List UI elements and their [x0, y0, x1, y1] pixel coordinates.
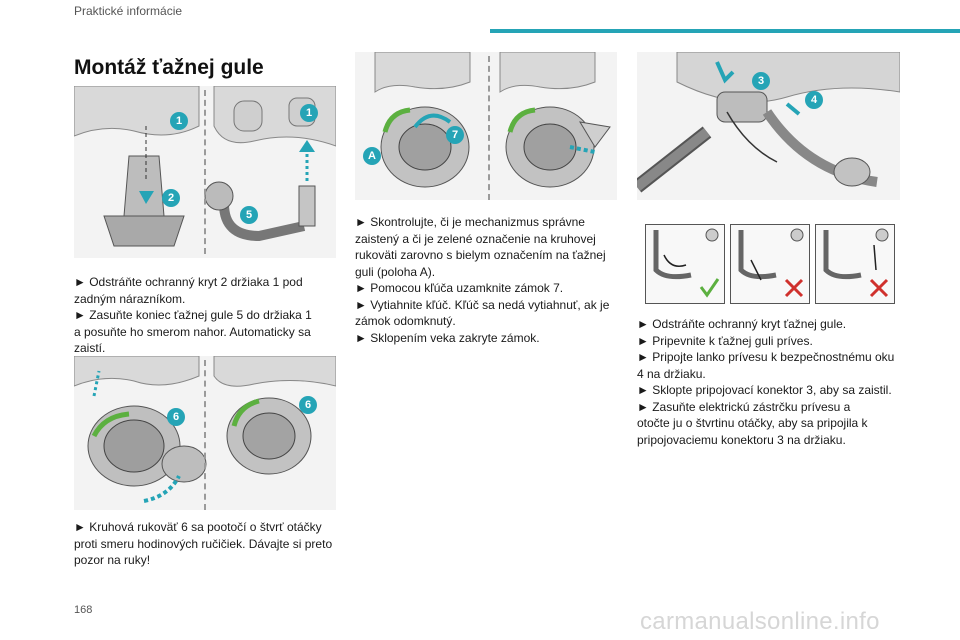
section-header: Praktické informácie — [74, 4, 183, 18]
callout-2: 2 — [162, 189, 180, 207]
instruction-line: ► Pripevnite k ťažnej guli príves. — [637, 333, 813, 348]
instruction-line: ► Vytiahnite kľúč. Kľúč sa nedá vytiahnu… — [355, 297, 610, 312]
instruction-line: ► Odstráňte ochranný kryt 2 držiaka 1 po… — [74, 275, 303, 289]
instruction-line: zaistený a či je zelené označenie na kru… — [355, 231, 596, 246]
page-number: 168 — [74, 604, 93, 616]
illustration-lock: 7 A — [355, 52, 617, 200]
instruction-line: proti smeru hodinových ručičiek. Dávajte… — [74, 536, 333, 551]
instructions-handle: ► Kruhová rukoväť 6 sa pootočí o štvrť o… — [74, 519, 344, 569]
instruction-line: ► Pomocou kľúča uzamknite zámok 7. — [355, 281, 564, 295]
cable-wrong-panel — [815, 224, 895, 304]
instructions-holder: ► Odstráňte ochranný kryt 2 držiaka 1 po… — [74, 274, 344, 357]
instruction-line: guli (poloha A). — [355, 264, 436, 279]
callout-1: 1 — [300, 104, 318, 122]
instruction-line: zámok odomknutý. — [355, 314, 456, 328]
instructions-connector: ► Odstráňte ochranný kryt ťažnej gule. ►… — [637, 316, 917, 448]
callout-3: 3 — [752, 72, 770, 90]
callout-a: A — [363, 147, 381, 165]
cable-correct-panel — [645, 224, 725, 304]
instruction-line: ► Sklopením veka zakryte zámok. — [355, 330, 540, 345]
callout-6: 6 — [299, 396, 317, 414]
panel-divider — [488, 56, 490, 200]
instruction-line: pripojovaciemu konektoru 3 na držiaku. — [637, 432, 846, 447]
instruction-line: ► Kruhová rukoväť 6 sa pootočí o štvrť o… — [74, 520, 322, 534]
instructions-lock: ► Skontrolujte, či je mechanizmus správn… — [355, 214, 627, 346]
instruction-line: rukoväti zarovno s bielym označením na ť… — [355, 248, 606, 262]
callout-4: 4 — [805, 91, 823, 109]
panel-divider — [204, 90, 206, 254]
instruction-line: ► Odstráňte ochranný kryt ťažnej gule. — [637, 317, 847, 331]
page-title: Montáž ťažnej gule — [74, 56, 264, 79]
callout-7: 7 — [446, 126, 464, 144]
cable-wrong-panel — [730, 224, 810, 304]
instruction-line: 4 na držiaku. — [637, 366, 706, 381]
callout-5: 5 — [240, 206, 258, 224]
instruction-line: otočte ju o štvrtinu otáčky, aby sa prip… — [637, 416, 868, 430]
instruction-line: a posuňte ho smerom nahor. Automaticky s… — [74, 324, 311, 339]
watermark: carmanualsonline.info — [640, 608, 880, 635]
instruction-line: zaistí. — [74, 341, 106, 355]
instruction-line: ► Sklopte pripojovací konektor 3, aby sa… — [637, 383, 892, 397]
instruction-line: pozor na ruky! — [74, 553, 151, 567]
panel-divider — [204, 360, 206, 510]
instruction-line: ► Pripojte lanko prívesu k bezpečnostném… — [637, 350, 895, 364]
illustration-connector: 3 4 — [637, 52, 900, 200]
instruction-line: ► Zasuňte elektrickú zástrčku prívesu a — [637, 399, 851, 414]
instruction-line: zadným nárazníkom. — [74, 291, 186, 306]
header-accent-bar — [490, 29, 960, 33]
instruction-line: ► Skontrolujte, či je mechanizmus správn… — [355, 215, 585, 229]
instruction-line: ► Zasuňte koniec ťažnej gule 5 do držiak… — [74, 308, 312, 322]
callout-6: 6 — [167, 408, 185, 426]
callout-1: 1 — [170, 112, 188, 130]
